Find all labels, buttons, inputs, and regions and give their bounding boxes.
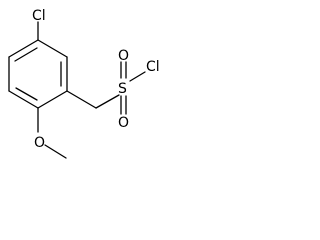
ring-bond [8,90,39,109]
atom-cl-ring: Cl [32,8,46,24]
atom-oxygen-bottom: O [118,115,129,131]
bond-s-cl [129,71,146,82]
ring-double-bond [15,87,38,101]
bond-c-ch2 [66,90,97,109]
atom-oxygen-methoxy: O [34,135,45,151]
atom-oxygen-top: O [118,48,129,64]
atom-sulfur: S [118,81,127,97]
ring-bond [37,90,68,109]
bond-ch2-s [95,94,120,109]
bond-lines [8,21,146,159]
ring-double-bond [14,47,38,62]
atom-cl-sulfonyl: Cl [146,59,160,75]
atom-labels: Cl S O O Cl O [32,8,160,151]
bond-o-ch3 [44,144,67,159]
ring-bond [8,39,39,58]
ring-bond [37,39,68,58]
structure-diagram: Cl S O O Cl O [8,8,160,159]
